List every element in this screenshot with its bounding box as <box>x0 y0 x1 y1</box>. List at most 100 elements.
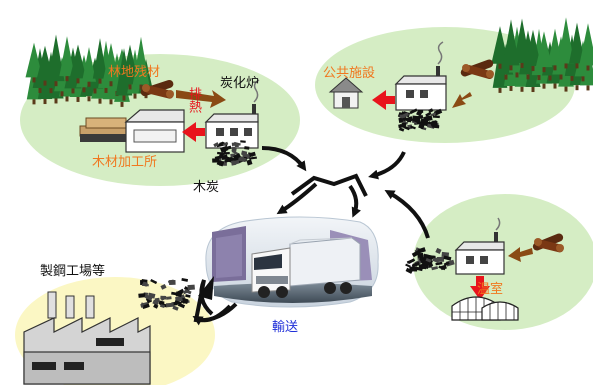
charcoal-piece <box>187 284 195 291</box>
lumber-mill-building <box>124 109 185 153</box>
tree-shape <box>121 44 139 85</box>
tree-trunk <box>76 96 80 102</box>
charcoal-piece <box>213 142 220 148</box>
charcoal-piece <box>428 255 436 259</box>
logs-to-greenhouse-heater-arrow <box>508 247 533 262</box>
charcoal-piece <box>399 114 406 118</box>
charcoal-piece <box>248 151 256 158</box>
tree-shape <box>25 42 43 78</box>
tree-trunk <box>82 87 86 93</box>
heat-to-greenhouse-arrow <box>470 276 490 300</box>
charcoal-piece <box>217 151 226 155</box>
charcoal-pile-public <box>397 108 443 132</box>
charcoal-piece <box>246 159 253 166</box>
flow-arrow-public-to-hub <box>368 151 406 180</box>
tree-trunk <box>109 99 113 105</box>
tree-trunk <box>581 76 585 82</box>
charcoal-piece <box>435 261 443 266</box>
charcoal-piece <box>407 258 416 264</box>
forest-left <box>25 34 154 107</box>
tree-trunk <box>548 75 552 81</box>
charcoal-piece <box>411 116 420 124</box>
tree-trunk <box>531 66 535 72</box>
charcoal-piece <box>233 153 241 160</box>
charcoal-piece <box>249 156 257 160</box>
tree-trunk <box>559 74 563 80</box>
charcoal-piece <box>415 266 423 272</box>
charcoal-piece <box>231 150 240 156</box>
tree-trunk <box>122 95 126 101</box>
tree-shape <box>92 38 108 79</box>
tree-trunk <box>520 62 524 68</box>
greenhouse-icon <box>451 296 519 321</box>
flow-arrow-greenhouse-to-hub <box>384 190 430 239</box>
flow-arrow-truck-to-steel-left <box>192 304 232 326</box>
charcoal-piece <box>436 256 445 262</box>
greenhouse-heater-building <box>454 217 505 275</box>
charcoal-piece <box>421 259 430 267</box>
charcoal-piece <box>440 264 447 271</box>
transport-truck-photo <box>205 216 379 308</box>
residue-to-furnace-arrow <box>176 90 226 108</box>
charcoal-piece <box>175 291 183 298</box>
charcoal-piece <box>410 125 416 130</box>
charcoal-piece <box>443 255 452 261</box>
charcoal-piece <box>430 112 437 117</box>
flow-arrow-hub-to-truck-left <box>276 182 318 215</box>
tree-trunk <box>133 93 137 99</box>
charcoal-piece <box>418 121 427 125</box>
tree-trunk <box>87 81 91 87</box>
flow-arrow-furnace-to-hub <box>261 146 307 172</box>
forest-right <box>491 17 593 93</box>
tree-trunk <box>104 87 108 93</box>
tree-trunk <box>109 81 113 87</box>
charcoal-piece <box>219 145 229 153</box>
carbonization-furnace-label: 炭化炉 <box>220 76 260 91</box>
tree-trunk <box>531 87 535 93</box>
tree-trunk <box>553 83 557 89</box>
steel-mill-building <box>23 291 151 385</box>
charcoal-piece <box>222 141 229 147</box>
tree-trunk <box>586 85 590 91</box>
flow-arrow-hub-to-truck-right <box>348 184 361 218</box>
charcoal-pile-greenhouse <box>405 247 455 274</box>
charcoal-piece <box>402 120 409 125</box>
tree-shape <box>513 18 531 63</box>
charcoal-piece <box>165 296 172 300</box>
charcoal-piece <box>212 158 220 163</box>
charcoal-piece <box>405 116 414 123</box>
tree-trunk <box>575 85 579 91</box>
charcoal-piece <box>154 297 160 303</box>
charcoal-piece <box>425 111 432 117</box>
tree-trunk <box>515 72 519 78</box>
charcoal-pile-steel <box>138 278 195 311</box>
tree-trunk <box>60 91 64 97</box>
charcoal-piece <box>420 118 429 124</box>
charcoal-piece <box>141 283 149 287</box>
charcoal-piece <box>138 293 146 298</box>
tree-trunk <box>542 67 546 73</box>
tree-trunk <box>526 74 530 80</box>
lumber-stack-icon <box>79 117 127 142</box>
tree-trunk <box>93 88 97 94</box>
tree-trunk <box>32 99 36 105</box>
tree-trunk <box>38 87 42 93</box>
charcoal-piece <box>443 261 450 267</box>
charcoal-piece <box>224 158 230 163</box>
tree-trunk <box>139 84 143 90</box>
tree-shape <box>579 23 593 66</box>
charcoal-piece <box>168 279 176 285</box>
tree-shape <box>132 36 150 85</box>
tree-shape <box>59 36 75 77</box>
heat-to-public-facility-arrow <box>372 90 395 110</box>
tree-trunk <box>498 87 502 93</box>
charcoal-piece <box>240 140 246 143</box>
charcoal-piece <box>159 302 168 308</box>
lumber-mill-label: 木材加工所 <box>92 155 158 170</box>
charcoal-piece <box>431 266 439 271</box>
charcoal-piece <box>411 266 418 272</box>
forest-residue-label: 林地残材 <box>108 65 161 80</box>
tree-trunk <box>509 65 513 71</box>
charcoal-piece <box>180 297 189 304</box>
